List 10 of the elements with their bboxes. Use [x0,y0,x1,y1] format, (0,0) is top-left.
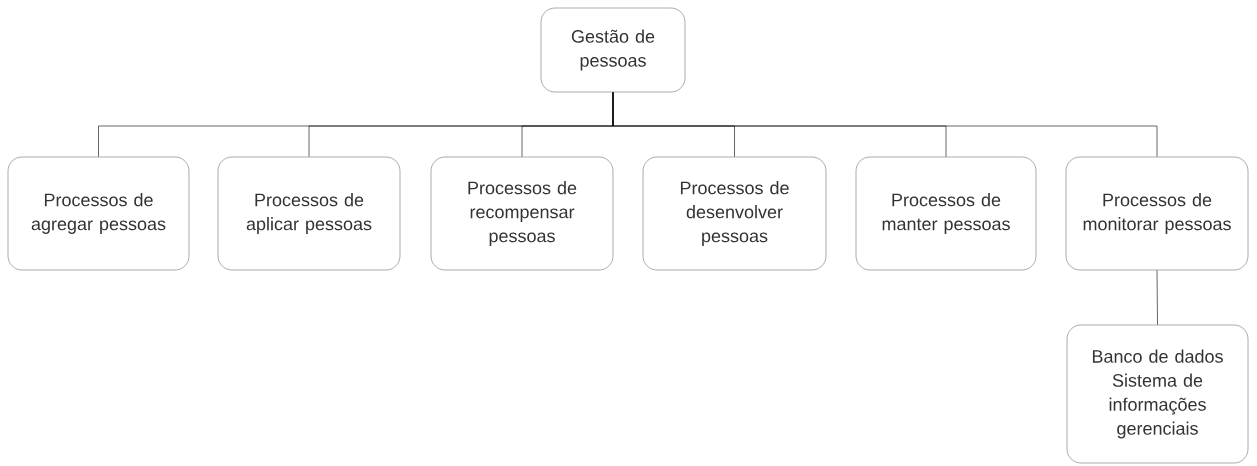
org-box: Processos de desenvolver pessoas [642,156,827,271]
connector-line [612,92,1158,157]
org-box: Processos de agregar pessoas [7,156,190,271]
org-box: Gestão de pessoas [540,7,686,93]
org-box: Processos de recompensar pessoas [430,156,614,271]
org-box: Processos de manter pessoas [855,156,1037,271]
org-box: Banco de dados Sistema de informações gerenciais [1066,324,1249,464]
connector-line [1156,270,1158,325]
org-box: Processos de monitorar pessoas [1065,156,1249,271]
org-box: Processos de aplicar pessoas [217,156,401,271]
